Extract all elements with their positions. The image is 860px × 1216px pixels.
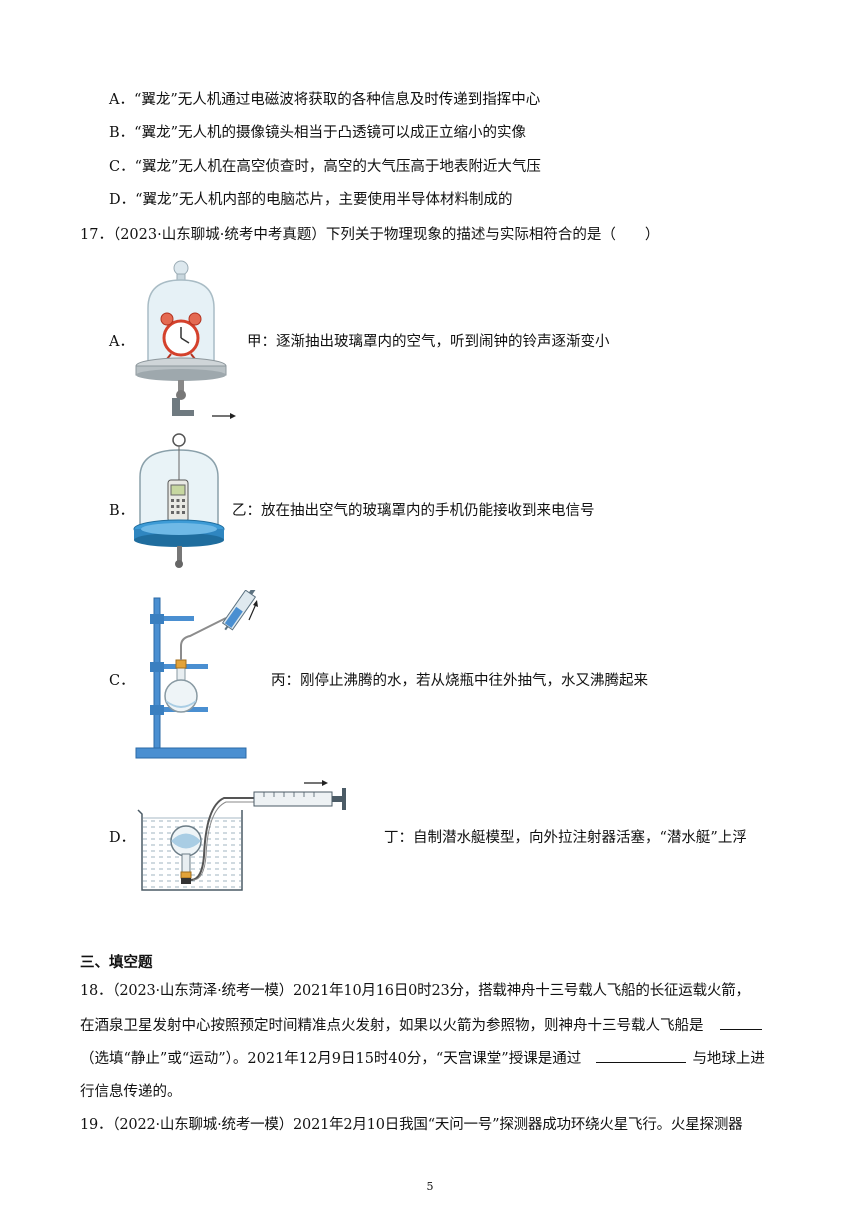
q16-option-b: B．“翼龙”无人机的摄像镜头相当于凸透镜可以成正立缩小的实像 xyxy=(109,125,526,141)
q17-option-a-label: A． xyxy=(109,334,134,350)
q17-stem: 17．（2023·山东聊城·统考中考真题）下列关于物理现象的描述与实际相符合的是… xyxy=(80,227,660,243)
q17-option-b-caption: 乙：放在抽出空气的玻璃罩内的手机仍能接收到来电信号 xyxy=(232,503,595,519)
q16-option-c: C．“翼龙”无人机在高空侦查时，高空的大气压高于地表附近大气压 xyxy=(109,159,541,175)
q17-option-d-label: D． xyxy=(109,830,136,846)
q17-option-b-label: B． xyxy=(109,503,135,519)
page-number: 5 xyxy=(426,1180,434,1193)
bell-jar-alarm-clock-figure xyxy=(135,260,236,419)
q16-option-d: D．“翼龙”无人机内部的电脑芯片，主要使用半导体材料制成的 xyxy=(109,192,513,208)
section-heading-fill-in: 三、填空题 xyxy=(80,954,153,971)
q17-option-a-caption: 甲：逐渐抽出玻璃罩内的空气，听到闹钟的铃声逐渐变小 xyxy=(247,334,610,350)
q17-option-d-caption: 丁：自制潜水艇模型，向外拉注射器活塞，“潜水艇”上浮 xyxy=(384,830,747,846)
q18-line-2: 在酒泉卫星发射中心按照预定时间精准点火发射，如果以火箭为参照物，则神舟十三号载人… xyxy=(80,1015,763,1036)
q18-line-2-text: 在酒泉卫星发射中心按照预定时间精准点火发射，如果以火箭为参照物，则神舟十三号载人… xyxy=(80,1018,704,1034)
bell-jar-mobile-phone-figure xyxy=(133,433,225,568)
q18-answer-blank-2[interactable] xyxy=(595,1048,686,1063)
submarine-model-syringe-figure xyxy=(137,780,346,891)
q19-line-1: 19．（2022·山东聊城·统考一模）2021年2月10日我国“天问一号”探测器… xyxy=(80,1117,743,1133)
q18-answer-blank-1[interactable] xyxy=(720,1015,763,1030)
flask-boiling-apparatus-figure xyxy=(135,590,258,759)
q18-line-3-text-b: 与地球上进 xyxy=(692,1051,765,1067)
q18-line-1: 18．（2023·山东菏泽·统考一模）2021年10月16日0时23分，搭载神舟… xyxy=(80,983,750,999)
q18-line-3-text-a: （选填“静止”或“运动”）。2021年12月9日15时40分，“天宫课堂”授课是… xyxy=(80,1051,582,1067)
q17-option-c-caption: 丙：刚停止沸腾的水，若从烧瓶中往外抽气，水又沸腾起来 xyxy=(271,673,648,689)
q17-option-c-label: C． xyxy=(109,673,135,689)
q18-line-3: （选填“静止”或“运动”）。2021年12月9日15时40分，“天宫课堂”授课是… xyxy=(80,1048,765,1069)
q16-option-a: A．“翼龙”无人机通过电磁波将获取的各种信息及时传递到指挥中心 xyxy=(109,92,541,108)
q18-line-4: 行信息传递的。 xyxy=(80,1084,182,1100)
